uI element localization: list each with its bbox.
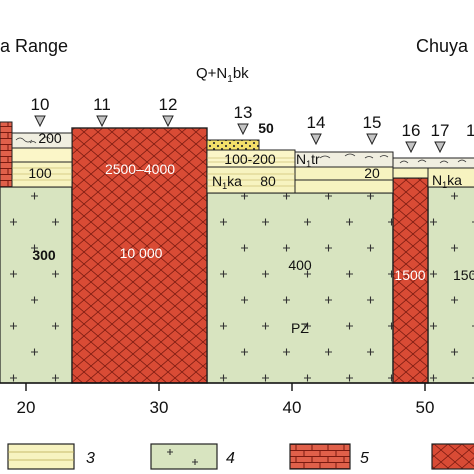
legend-swatch-4	[150, 443, 218, 470]
layer-100-200-lines	[207, 157, 295, 163]
x-tick-20: 20	[17, 398, 36, 417]
basement-middle	[206, 192, 394, 384]
n1ka-middle-lines	[207, 173, 295, 187]
left-pebbles	[15, 136, 51, 144]
q-n1bk-layer	[206, 139, 260, 151]
station-15-triangle	[366, 133, 378, 146]
n1tr-pebbles	[319, 153, 389, 159]
station-16-triangle	[405, 141, 417, 154]
station-13: 13	[234, 103, 253, 122]
label-10000: 10 000	[120, 245, 163, 261]
red-block-narrow	[392, 177, 429, 384]
station-16: 16	[402, 121, 421, 140]
station-18-partial: 1	[466, 121, 474, 140]
label-150-partial: 150	[453, 267, 474, 283]
station-12: 12	[159, 95, 178, 114]
station-14-triangle	[310, 133, 322, 146]
basement-right	[427, 186, 474, 384]
brick-block-left	[0, 121, 13, 188]
station-14: 14	[307, 113, 326, 132]
label-100-200: 100-200	[224, 151, 276, 167]
left-layer-lines	[12, 167, 72, 181]
station-10: 10	[31, 95, 50, 114]
red-block-large	[71, 127, 208, 384]
legend: 3 4 5	[7, 443, 474, 470]
legend-label-4: 4	[226, 450, 235, 467]
label-n1tr: N1tr	[296, 151, 320, 169]
station-11: 11	[93, 95, 111, 114]
x-tick-30: 30	[150, 398, 169, 417]
label-pz: PZ	[291, 320, 309, 336]
x-tick-40: 40	[283, 398, 302, 417]
label-50: 50	[258, 120, 274, 136]
station-17: 17	[431, 121, 450, 140]
label-80: 80	[260, 173, 276, 189]
station-12-triangle	[162, 115, 174, 128]
label-n1ka-right: N1ka	[432, 172, 462, 190]
station-11-triangle	[96, 115, 108, 128]
label-200-left: 200	[38, 130, 62, 146]
label-2500-4000: 2500–4000	[105, 161, 175, 177]
label-100-left: 100	[28, 165, 52, 181]
right-upper-layer	[392, 157, 474, 169]
left-layer-100	[11, 161, 73, 188]
basement-left	[0, 186, 73, 384]
station-10-triangle	[34, 115, 46, 128]
layer-above-basement-right	[294, 179, 394, 194]
x-axis: 20 30 40 50	[0, 382, 474, 417]
label-300: 300	[32, 247, 56, 263]
station-15: 15	[363, 113, 382, 132]
label-400: 400	[288, 257, 312, 273]
station-17-triangle	[434, 141, 446, 154]
label-q-n1bk: Q+N1bk	[196, 65, 249, 85]
station-markers: 10 11 12 13 14 15 16 17 1	[31, 95, 474, 154]
legend-swatch-4-crosses	[167, 449, 198, 465]
left-layer-200	[11, 147, 73, 163]
label-1500: 1500	[394, 267, 425, 283]
label-20: 20	[364, 165, 380, 181]
right-pebbles	[399, 159, 467, 164]
station-13-triangle	[237, 123, 249, 136]
legend-label-3: 3	[86, 450, 95, 467]
header-right: Chuya	[416, 36, 469, 56]
legend-swatch-3-lines	[8, 451, 74, 461]
legend-swatch-3	[7, 443, 75, 470]
x-tick-50: 50	[416, 398, 435, 417]
right-above-red	[392, 167, 429, 179]
header-left: a Range	[0, 36, 68, 56]
legend-swatch-5	[289, 443, 351, 470]
label-n1ka-middle: N1ka	[212, 173, 242, 191]
legend-label-5: 5	[360, 450, 369, 467]
legend-swatch-6	[431, 443, 474, 470]
